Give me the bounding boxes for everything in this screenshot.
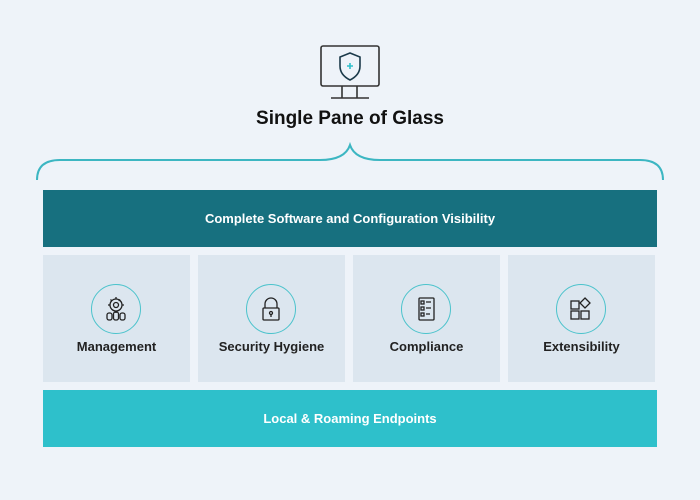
card-label: Management xyxy=(76,339,157,354)
gear-people-icon xyxy=(91,284,141,334)
card-management: Management xyxy=(43,255,190,382)
card-compliance: Compliance xyxy=(353,255,500,382)
card-label: Compliance xyxy=(389,339,464,354)
diagram-title: Single Pane of Glass xyxy=(256,108,444,129)
brace xyxy=(36,141,664,181)
checklist-icon xyxy=(401,284,451,334)
card-security-hygiene: Security Hygiene xyxy=(198,255,345,382)
card-label: Security Hygiene xyxy=(218,339,325,354)
monitor-shield-icon xyxy=(320,45,380,99)
endpoints-bar: Local & Roaming Endpoints xyxy=(43,390,657,447)
header-graphics xyxy=(36,45,664,181)
card-extensibility: Extensibility xyxy=(508,255,655,382)
card-label: Extensibility xyxy=(543,339,620,354)
apps-icon xyxy=(556,284,606,334)
visibility-bar: Complete Software and Configuration Visi… xyxy=(43,190,657,247)
padlock-icon xyxy=(246,284,296,334)
